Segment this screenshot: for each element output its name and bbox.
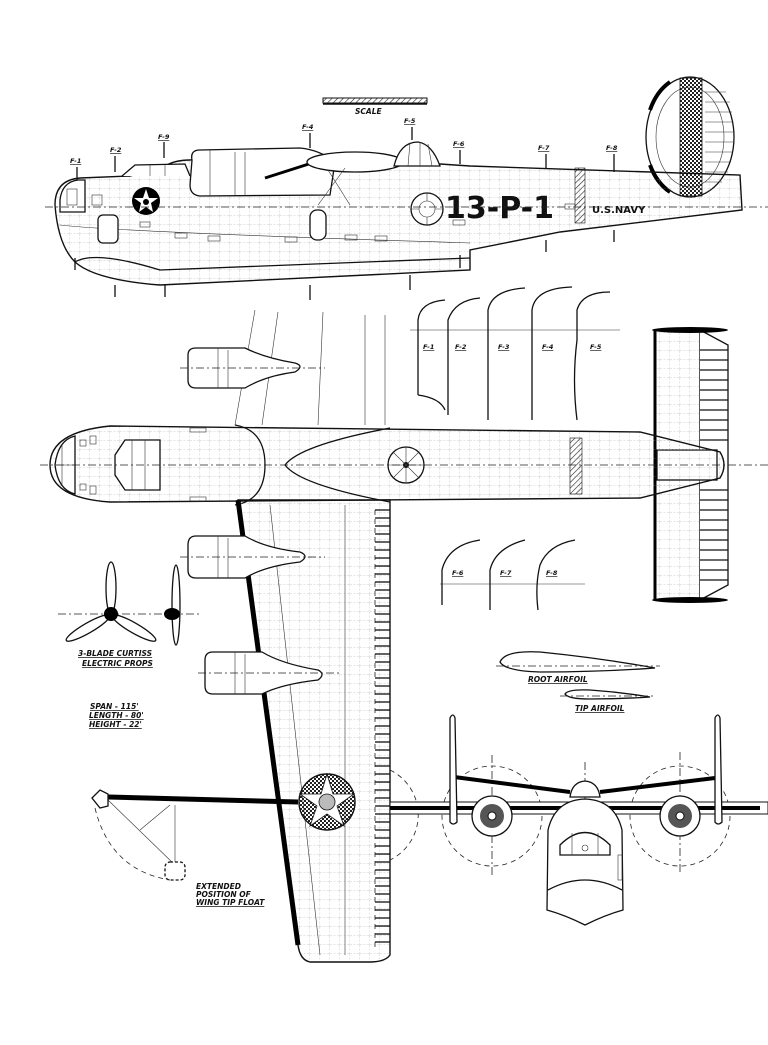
fuselage-code: 13-P-1: [445, 191, 554, 226]
cross-sections-row2: F-6 F-7 F-8: [440, 539, 585, 611]
propeller-drawing: 3-BLADE CURTISS ELECTRIC PROPS: [58, 561, 200, 668]
airfoils: ROOT AIRFOIL TIP AIRFOIL: [496, 651, 660, 713]
scale-bar: SCALE: [322, 97, 428, 116]
station-label: F-9: [158, 133, 170, 141]
tip-airfoil-label: TIP AIRFOIL: [575, 704, 625, 713]
section-label: F-6: [452, 569, 464, 577]
front-view: [389, 714, 768, 926]
station-label: F-5: [404, 117, 416, 125]
root-airfoil-label: ROOT AIRFOIL: [528, 675, 588, 684]
cross-sections-row1: F-1 F-2 F-3 F-4 F-5: [410, 286, 620, 421]
scale-label: SCALE: [355, 107, 382, 116]
roundel-mid: [410, 192, 444, 226]
us-navy-marking: U.S.NAVY: [592, 205, 646, 216]
spec-span: SPAN - 115': [90, 702, 139, 711]
props-caption-2: ELECTRIC PROPS: [82, 659, 153, 668]
section-label: F-3: [498, 343, 510, 351]
float-note-3: WING TIP FLOAT: [196, 898, 265, 907]
roundel-wing: [298, 772, 356, 831]
station-label: F-1: [70, 157, 81, 165]
float-note-2: POSITION OF: [196, 890, 252, 899]
spec-height: HEIGHT - 22': [89, 720, 142, 729]
section-label: F-8: [546, 569, 558, 577]
specifications: SPAN - 115' LENGTH - 80' HEIGHT - 22': [89, 702, 144, 729]
trailing-edge-ribs: [375, 509, 390, 943]
float-note: EXTENDED POSITION OF WING TIP FLOAT: [196, 882, 265, 907]
frame-station-labels: F-1 F-2 F-9 F-4 F-5 F-6 F-7 F-8: [70, 117, 618, 180]
top-view: [40, 309, 768, 963]
props-caption-1: 3-BLADE CURTISS: [78, 649, 152, 658]
station-label: F-7: [538, 144, 550, 152]
side-view: 13-P-1 U.S.NAVY F-1 F-2 F-9 F-4 F-5 F-6 …: [45, 76, 768, 300]
section-label: F-1: [423, 343, 434, 351]
station-label: F-4: [302, 123, 314, 131]
station-label: F-6: [453, 140, 465, 148]
section-label: F-2: [455, 343, 467, 351]
spec-length: LENGTH - 80': [89, 711, 144, 720]
section-label: F-4: [542, 343, 554, 351]
wing-root-section: [306, 151, 404, 173]
float-note-1: EXTENDED: [196, 882, 241, 891]
roundel-nose: [132, 187, 160, 215]
station-label: F-8: [606, 144, 618, 152]
section-label: F-5: [590, 343, 602, 351]
astrodome: [393, 141, 441, 167]
section-label: F-7: [500, 569, 512, 577]
station-label: F-2: [110, 146, 122, 154]
